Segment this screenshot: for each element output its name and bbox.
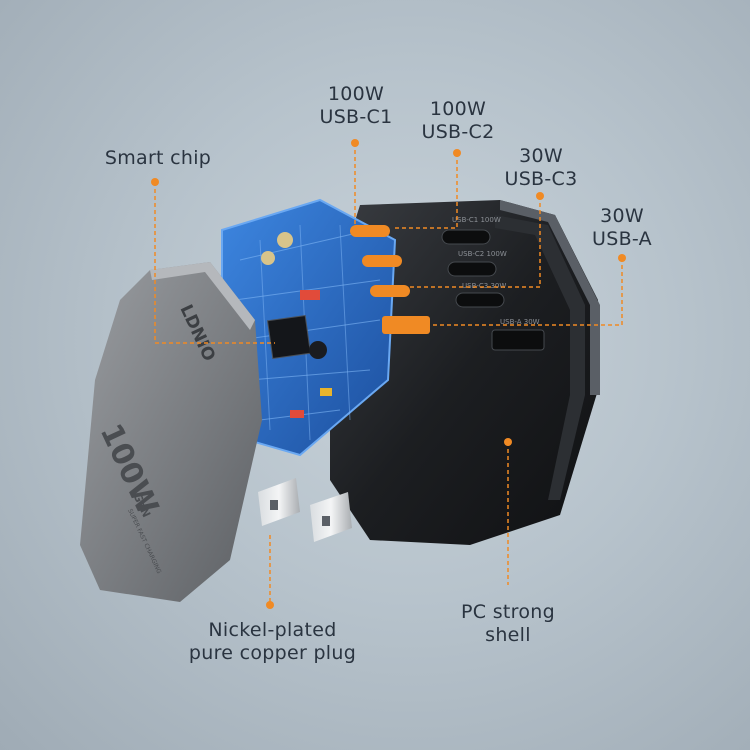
copper-plug bbox=[258, 478, 352, 542]
label-usb-c3-power: 30W bbox=[519, 145, 563, 167]
label-usb-a-port: USB-A bbox=[592, 228, 652, 250]
charger-cap: LDNIO 100W GaN SUPER FAST CHARGING bbox=[80, 262, 262, 602]
label-usb-c2-power: 100W bbox=[429, 98, 487, 120]
label-usb-c2: 100W USB-C2 bbox=[417, 98, 499, 144]
label-usb-c1-port: USB-C1 bbox=[319, 106, 393, 128]
label-smart-chip: Smart chip bbox=[98, 147, 218, 170]
label-usb-a: 30W USB-A bbox=[584, 205, 660, 251]
label-shell: PC strong shell bbox=[452, 601, 564, 647]
label-plug-line1: Nickel-plated bbox=[208, 619, 337, 641]
port-label-c2: USB-C2 100W bbox=[458, 250, 507, 258]
label-usb-c1: 100W USB-C1 bbox=[316, 83, 396, 129]
label-shell-line2: shell bbox=[485, 624, 531, 646]
label-plug-line2: pure copper plug bbox=[188, 642, 357, 664]
port-label-c3: USB-C3 30W bbox=[462, 282, 506, 290]
label-shell-line1: PC strong bbox=[461, 601, 555, 623]
label-usb-c2-port: USB-C2 bbox=[421, 121, 495, 143]
label-usb-a-power: 30W bbox=[600, 205, 644, 227]
port-label-a: USB-A 30W bbox=[500, 318, 540, 326]
label-smart-chip-text: Smart chip bbox=[104, 147, 212, 169]
label-usb-c3: 30W USB-C3 bbox=[499, 145, 583, 191]
label-plug: Nickel-plated pure copper plug bbox=[180, 619, 365, 665]
port-label-c1: USB-C1 100W bbox=[452, 216, 501, 224]
label-usb-c1-power: 100W bbox=[327, 83, 385, 105]
label-usb-c3-port: USB-C3 bbox=[504, 168, 578, 190]
